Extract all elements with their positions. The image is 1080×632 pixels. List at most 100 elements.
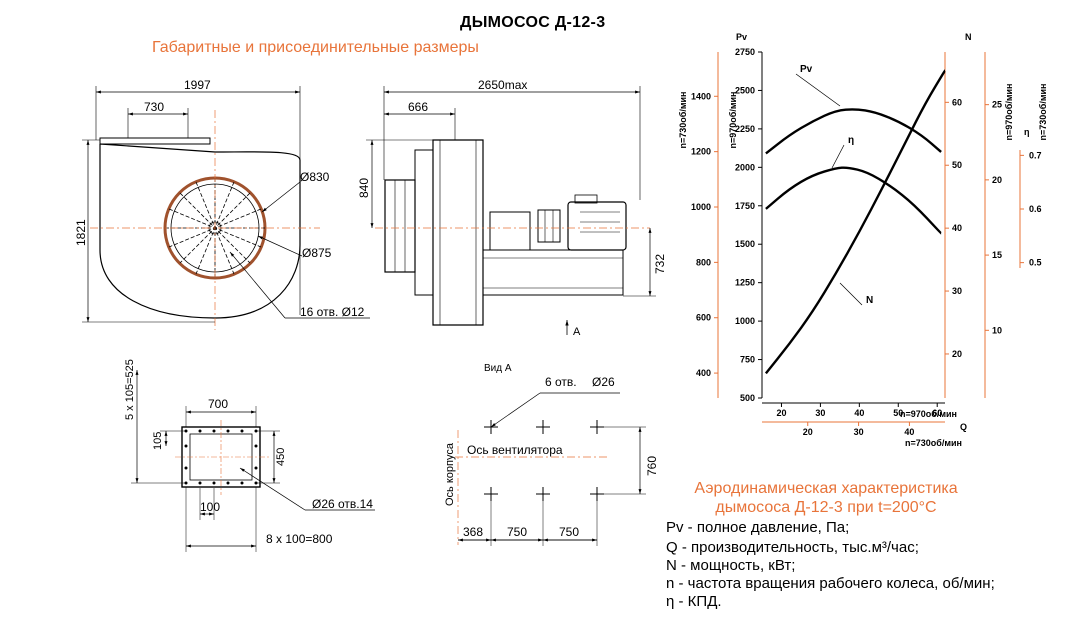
dim-holes-flange: Ø26 отв.14 [312, 497, 373, 511]
dim-step-h: 100 [200, 500, 221, 514]
aero-title-1: Аэродинамическая характеристика [694, 480, 958, 497]
legend-pv: Pv - полное давление, Па; [666, 519, 850, 536]
y-tick-label-1-1: 750 [740, 355, 755, 365]
x-axis-title: Q [960, 422, 967, 432]
x-tick-label-0-2: 40 [854, 408, 864, 418]
dim-width: 1997 [184, 78, 211, 92]
y-tick-label-0-2: 800 [696, 257, 711, 267]
volute-outline [99, 143, 301, 319]
legend-n: N - мощность, кВт; [666, 557, 796, 574]
dim-dia-inner: Ø830 [300, 170, 330, 184]
series-label-2: N [866, 295, 873, 306]
aero-chart: 400600800100012001400n=730об/мин50075010… [678, 32, 1048, 448]
x-tick-label-0-0: 20 [776, 408, 786, 418]
y-tick-label-3-3: 25 [992, 100, 1002, 110]
dim-flange-height: 450 [275, 447, 287, 466]
fan-axis-label: Ось вентилятора [467, 443, 563, 457]
aero-title-2: дымососа Д-12-3 при t=200°C [715, 499, 937, 516]
y-tick-label-2-3: 50 [952, 160, 962, 170]
body-axis-label: Ось корпуса [444, 443, 456, 506]
y-axis-label-3: n=730об/мин [1038, 84, 1048, 141]
base-frame [482, 249, 624, 296]
base-holes: 6 отв. [545, 375, 577, 389]
view-arrow-label: A [573, 326, 581, 338]
series-line-0 [765, 108, 942, 155]
dim-base-depth: 760 [645, 455, 659, 476]
series-label-1: η [848, 135, 854, 146]
base-hole-dia: Ø26 [592, 375, 615, 389]
y-tick-label-4-1: 0.6 [1029, 204, 1042, 214]
dim-outlet-width: 730 [144, 100, 165, 114]
dim-holes-side: 16 отв. Ø12 [300, 305, 365, 319]
y-tick-label-0-4: 1200 [691, 147, 711, 157]
y-axis-label-2: n=970об/мин [1004, 84, 1014, 141]
legend-eta: η - КПД. [666, 593, 722, 610]
dim-height: 1821 [74, 219, 88, 246]
series-line-1 [765, 166, 943, 235]
dim-flange-width: 700 [208, 397, 229, 411]
y-tick-label-1-5: 1750 [735, 201, 755, 211]
dim-pitch-v: 5 x 105=525 [124, 359, 136, 420]
y-tick-label-1-2: 1000 [735, 316, 755, 326]
y-tick-label-1-8: 2500 [735, 85, 755, 95]
y-tick-label-2-1: 30 [952, 286, 962, 296]
dim-shaft-height: 732 [653, 253, 667, 274]
y-tick-label-2-4: 60 [952, 97, 962, 107]
motor [567, 201, 627, 251]
y-tick-label-1-7: 2250 [735, 124, 755, 134]
x-axis-label-0: n=970об/мин [900, 409, 957, 419]
series-label-0: Pv [800, 64, 813, 75]
dim-dia-outer: Ø875 [302, 246, 332, 260]
y-tick-label-3-2: 20 [992, 175, 1002, 185]
y-tick-label-4-2: 0.7 [1029, 150, 1042, 160]
side-view [82, 86, 370, 330]
y-tick-label-2-0: 20 [952, 349, 962, 359]
x-tick-label-0-4: 60 [932, 408, 942, 418]
dim-base-span1: 750 [507, 525, 528, 539]
y-axis-title-1: Pv [736, 32, 747, 42]
y-tick-label-1-0: 500 [740, 393, 755, 403]
y-axis-label-1: n=970об/мин [728, 92, 738, 149]
x-tick-label-1-0: 20 [803, 427, 813, 437]
dim-base-span2: 750 [559, 525, 580, 539]
y-axis-title-2: N [965, 32, 972, 42]
x-axis-label-1: n=730об/мин [905, 438, 962, 448]
y-tick-label-1-9: 2750 [735, 47, 755, 57]
y-tick-label-3-1: 15 [992, 250, 1002, 260]
flange-view [131, 370, 375, 552]
x-tick-label-0-3: 50 [893, 408, 903, 418]
housing [432, 139, 484, 326]
y-tick-label-1-3: 1250 [735, 278, 755, 288]
legend-q: Q - производительность, тыс.м³/час; [666, 539, 919, 556]
y-tick-label-3-0: 10 [992, 325, 1002, 335]
x-tick-label-0-1: 30 [815, 408, 825, 418]
inlet-duct [384, 179, 416, 273]
y-tick-label-4-0: 0.5 [1029, 258, 1042, 268]
series-leader-0 [795, 73, 841, 107]
y-tick-label-0-5: 1400 [691, 91, 711, 101]
view-a-label: Вид А [484, 363, 512, 374]
dim-inlet-offset: 666 [408, 100, 429, 114]
dim-base-offset: 368 [463, 525, 484, 539]
y-tick-label-1-4: 1500 [735, 239, 755, 249]
coupling [537, 209, 561, 243]
series-line-2 [764, 69, 947, 375]
x-tick-label-1-2: 40 [904, 427, 914, 437]
y-tick-label-2-2: 40 [952, 223, 962, 233]
page-subtitle: Габаритные и присоединительные размеры [152, 39, 479, 56]
page-title: ДЫМОСОС Д-12-3 [460, 14, 606, 31]
y-tick-label-1-6: 2000 [735, 162, 755, 172]
dim-length: 2650max [478, 78, 528, 92]
dim-pitch-h: 8 x 100=800 [266, 532, 333, 546]
y-tick-label-0-3: 1000 [691, 202, 711, 212]
front-view [366, 86, 656, 335]
y-axis-label-0: n=730об/мин [678, 92, 688, 149]
dim-inlet-height: 840 [357, 177, 371, 198]
outlet-flange [99, 137, 211, 145]
y-tick-label-0-1: 600 [696, 313, 711, 323]
y-axis-title-4: η [1024, 127, 1030, 137]
dim-step-v: 105 [152, 431, 164, 450]
legend-rpm: n - частота вращения рабочего колеса, об… [666, 575, 995, 592]
x-tick-label-1-1: 30 [854, 427, 864, 437]
